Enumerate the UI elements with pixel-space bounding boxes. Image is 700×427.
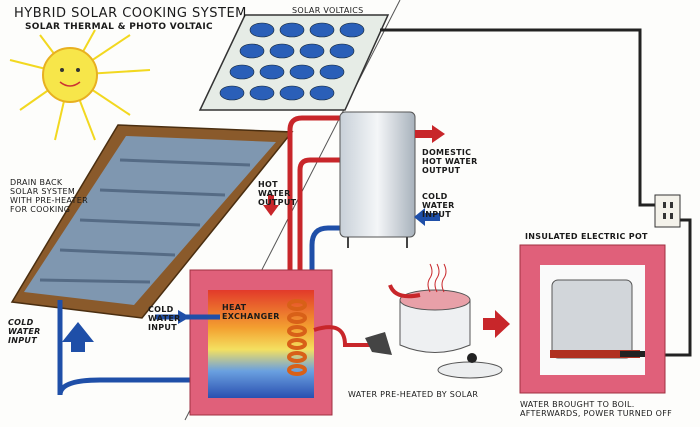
- pv-cell: [259, 64, 285, 80]
- hot-down-arrow: [263, 195, 279, 216]
- pv-cell: [279, 22, 305, 38]
- heat-exchanger-box: [189, 269, 333, 416]
- solar-collector: [10, 124, 294, 319]
- pv-cell: [249, 22, 275, 38]
- outlet-icon: [654, 194, 681, 228]
- hot-output-arrow: [415, 125, 445, 143]
- pv-cell: [239, 43, 265, 59]
- page-title: HYBRID SOLAR COOKING SYSTEM: [14, 6, 247, 21]
- pv-cell: [219, 85, 245, 101]
- sun-icon: [9, 29, 151, 141]
- pv-cell: [309, 85, 335, 101]
- hot-pipe: [287, 115, 340, 300]
- pv-cell: [279, 85, 305, 101]
- cold-return-pipe: [57, 377, 205, 396]
- label-cold-water-input-collector: COLD WATER INPUT: [8, 318, 41, 345]
- pv-cell: [309, 22, 335, 38]
- page-subtitle: SOLAR THERMAL & PHOTO VOLTAIC: [25, 22, 213, 32]
- pv-cell: [339, 22, 365, 38]
- label-solar-voltaics: SOLAR VOLTAICS: [292, 6, 364, 15]
- collector-input-arrow: [62, 322, 94, 352]
- label-domestic-hot-water: DOMESTIC HOT WATER OUTPUT: [422, 148, 478, 175]
- faucet-icon: [365, 332, 392, 355]
- process-arrow: [483, 310, 510, 338]
- label-hot-water-output: HOT WATER OUTPUT: [258, 180, 297, 207]
- pv-cell: [249, 85, 275, 101]
- pv-cell: [289, 64, 315, 80]
- power-wire: [380, 28, 655, 207]
- label-boil: WATER BROUGHT TO BOIL. AFTERWARDS, POWER…: [520, 400, 673, 418]
- label-insulated-pot: INSULATED ELECTRIC POT: [525, 232, 648, 241]
- label-drain-back: DRAIN BACK SOLAR SYSTEM WITH PRE-HEATER …: [10, 178, 88, 214]
- pv-cell: [269, 43, 295, 59]
- insulated-electric-pot: [519, 244, 666, 394]
- pv-cell: [319, 64, 345, 80]
- cold-pipe: [309, 225, 345, 300]
- label-cold-water-input-exchanger: COLD WATER INPUT: [148, 305, 181, 332]
- pre-heat-pot: [388, 263, 503, 379]
- label-preheated: WATER PRE-HEATED BY SOLAR: [348, 390, 479, 399]
- label-cold-water-input-tank: COLD WATER INPUT: [422, 192, 455, 219]
- pv-cell: [299, 43, 325, 59]
- pv-cell: [329, 43, 355, 59]
- label-heat-exchanger: HEAT EXCHANGER: [222, 303, 280, 321]
- solar-panel: [198, 14, 390, 111]
- pv-cell: [229, 64, 255, 80]
- hot-water-tank: [339, 111, 416, 248]
- cold-input-arrow: [414, 208, 440, 226]
